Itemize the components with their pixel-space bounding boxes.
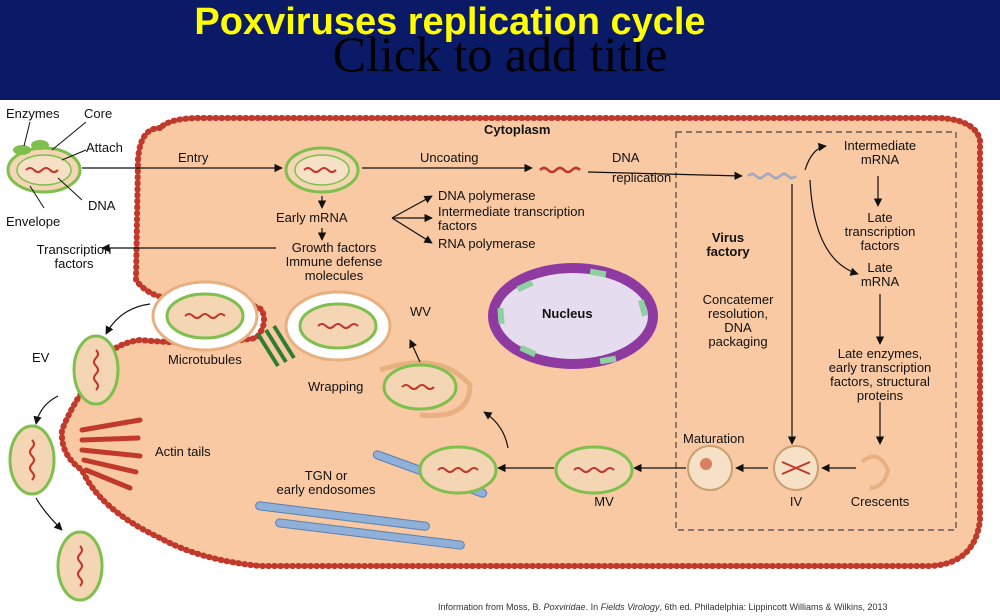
title-placeholder[interactable]: Click to add title [332,26,668,82]
uncoating-label: Uncoating [420,150,479,165]
attach-label: Attach [86,140,123,155]
virion-attached [6,140,82,194]
virion-ev-2 [8,424,56,496]
uncoated-dna [539,166,581,174]
tgn-label-2: early endosomes [277,482,376,497]
rna-polymerase-label: RNA polymerase [438,236,536,251]
concatemer-label-4: packaging [708,334,767,349]
credit-book: Fields Virology [600,602,660,612]
dna-replication-label-1: DNA [612,150,640,165]
ev-label: EV [32,350,50,365]
late-enzymes-label-4: proteins [857,388,904,403]
virion-ev-3 [56,530,104,602]
virus-factory-label-2: factory [706,244,750,259]
growth-factors-label-2: Immune defense [286,254,383,269]
enzymes-label: Enzymes [6,106,60,121]
replication-diagram: Cytoplasm Nucleus Virus factory Enzymes … [6,106,983,602]
concatemer-label-2: resolution, [708,306,768,321]
tgn-label-1: TGN or [305,468,348,483]
dna-polymerase-label: DNA polymerase [438,188,536,203]
intermediate-mrna-label-1: Intermediate [844,138,916,153]
growth-factors-label-3: molecules [305,268,364,283]
virion-immature [687,445,733,491]
virus-factory-box [675,131,957,531]
replicated-dna [747,172,797,180]
nuclear-pores [497,268,648,365]
virus-factory-label-1: Virus [712,230,744,245]
credit-middle: . In [585,602,601,612]
late-tf-label-2: transcription [845,224,916,239]
crescents-label: Crescents [851,494,910,509]
virion-mv-2 [554,445,634,495]
attach-pointers [23,121,87,209]
virion-wrapping [379,360,473,419]
late-enzymes-label-3: factors, structural [830,374,930,389]
virion-ev-1 [72,334,120,406]
credit-suffix: , 6th ed. Philadelphia: Lippincott Willi… [659,602,888,612]
late-mrna-label-2: mRNA [861,274,900,289]
concatemer-label-1: Concatemer [703,292,774,307]
dna-label: DNA [88,198,116,213]
cytoplasm-label: Cytoplasm [484,122,550,137]
actin-tails-label: Actin tails [155,444,211,459]
intermediate-tf-label-1: Intermediate transcription [438,204,585,219]
late-enzymes-label-2: early transcription [829,360,932,375]
virion-entry [284,146,360,194]
virion-wv [284,290,392,362]
virion-budding [151,280,259,352]
growth-factors-label-1: Growth factors [292,240,377,255]
arrows [33,142,885,531]
early-mrna-label: Early mRNA [276,210,348,225]
late-mrna-label-1: Late [867,260,892,275]
mv-label: MV [594,494,614,509]
microtubules-bundle [256,324,296,368]
late-enzymes-label-1: Late enzymes, [838,346,923,361]
crescent-shape [860,454,891,490]
intermediate-tf-label-2: factors [438,218,478,233]
transcription-factors-label-1: Transcription [37,242,112,257]
credit-family: Poxviridae [543,602,586,612]
wrapping-label: Wrapping [308,379,363,394]
entry-label: Entry [178,150,209,165]
envelope-label: Envelope [6,214,60,229]
dna-replication-label-2: replication [612,170,671,185]
virion-mv-1 [418,445,498,495]
wv-label: WV [410,304,431,319]
nucleus [488,263,658,369]
concatemer-label-3: DNA [724,320,752,335]
core-label: Core [84,106,112,121]
transcription-factors-label-2: factors [54,256,94,271]
maturation-label: Maturation [683,431,744,446]
late-tf-label-1: Late [867,210,892,225]
nucleus-label: Nucleus [542,306,593,321]
title-bar [0,0,1000,100]
slide-title[interactable]: Poxviruses replication cycle [194,1,706,43]
virion-iv [773,445,819,491]
microtubules-label: Microtubules [168,352,242,367]
late-tf-label-3: factors [860,238,900,253]
source-credit: Information from Moss, B. Poxviridae. In… [438,602,888,612]
credit-prefix: Information from Moss, B. [438,602,544,612]
actin-tails [79,417,143,491]
iv-label: IV [790,494,803,509]
intermediate-mrna-label-2: mRNA [861,152,900,167]
